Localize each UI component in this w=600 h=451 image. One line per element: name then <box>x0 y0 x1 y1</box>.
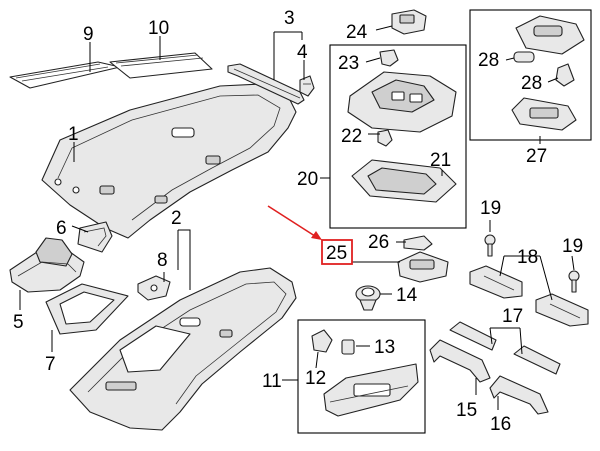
part-1-headliner <box>41 83 297 239</box>
part-12-clip <box>311 329 333 353</box>
callout-4: 4 <box>297 42 308 63</box>
callout-20: 20 <box>297 169 318 190</box>
callout-18: 18 <box>517 247 538 268</box>
callout-13: 13 <box>374 337 395 358</box>
callout-19a: 19 <box>480 198 501 219</box>
part-7-frame <box>45 283 129 335</box>
callout-19b: 19 <box>562 236 583 257</box>
callout-12: 12 <box>305 368 326 389</box>
part-19-screw-a <box>484 234 496 257</box>
highlight-box-25 <box>321 239 353 265</box>
part-3-strip <box>227 63 305 105</box>
callout-17: 17 <box>502 306 523 327</box>
part-23-bulb <box>379 49 399 67</box>
part-15-handle <box>429 339 491 383</box>
part-10-panel <box>109 52 213 79</box>
group-box-27 <box>469 9 592 141</box>
callout-27: 27 <box>526 146 547 167</box>
callout-28b: 28 <box>521 73 542 94</box>
part-24-module <box>391 9 427 35</box>
callout-16: 16 <box>490 414 511 435</box>
callout-7: 7 <box>45 354 56 375</box>
part-16-handle <box>489 375 549 415</box>
callout-1: 1 <box>68 124 79 145</box>
group-box-11 <box>297 319 426 434</box>
part-28-bulb-a <box>513 51 535 63</box>
callout-15: 15 <box>456 400 477 421</box>
callout-26: 26 <box>368 232 389 253</box>
part-20-console <box>347 71 457 133</box>
part-2-headliner <box>69 267 297 431</box>
callout-6: 6 <box>56 218 67 239</box>
part-14-grommet <box>355 285 381 311</box>
part-22-bulb <box>377 129 393 147</box>
part-5-housing <box>9 237 85 293</box>
part-28-bulb-b <box>555 63 575 87</box>
part-9-panel <box>9 61 121 89</box>
callout-22: 22 <box>341 126 362 147</box>
highlight-arrow <box>267 205 322 240</box>
part-18-bracket-b <box>535 293 589 327</box>
part-27-lens <box>511 97 577 131</box>
callout-24: 24 <box>346 22 368 43</box>
callout-2: 2 <box>171 208 182 229</box>
part-18-bracket-a <box>469 265 523 299</box>
callout-labels: 9 10 3 4 1 2 6 5 7 8 20 24 23 22 21 28 2… <box>13 8 583 435</box>
part-17-handle-a <box>449 321 497 351</box>
part-4-clip <box>299 75 315 97</box>
callout-25: 25 <box>326 243 347 264</box>
part-26-bulb <box>403 235 433 251</box>
part-25-lamp <box>397 251 449 283</box>
part-11-visor <box>323 363 419 417</box>
callout-8: 8 <box>157 250 168 271</box>
part-8-bracket <box>137 275 171 301</box>
callout-3: 3 <box>284 8 295 29</box>
callout-14: 14 <box>396 285 418 306</box>
part-6-handle <box>77 221 113 253</box>
callout-23: 23 <box>338 53 359 74</box>
callout-11: 11 <box>262 371 282 392</box>
part-21-cover <box>351 159 457 203</box>
callout-9: 9 <box>83 24 94 45</box>
group-box-20 <box>329 44 467 229</box>
part-13-clip <box>341 339 355 355</box>
callout-28a: 28 <box>478 50 499 71</box>
callout-21: 21 <box>430 150 451 171</box>
part-27-lamp <box>515 15 585 55</box>
part-19-screw-b <box>568 270 580 293</box>
callout-5: 5 <box>13 312 24 333</box>
callout-10: 10 <box>148 18 169 39</box>
part-17-handle-b <box>513 345 561 375</box>
